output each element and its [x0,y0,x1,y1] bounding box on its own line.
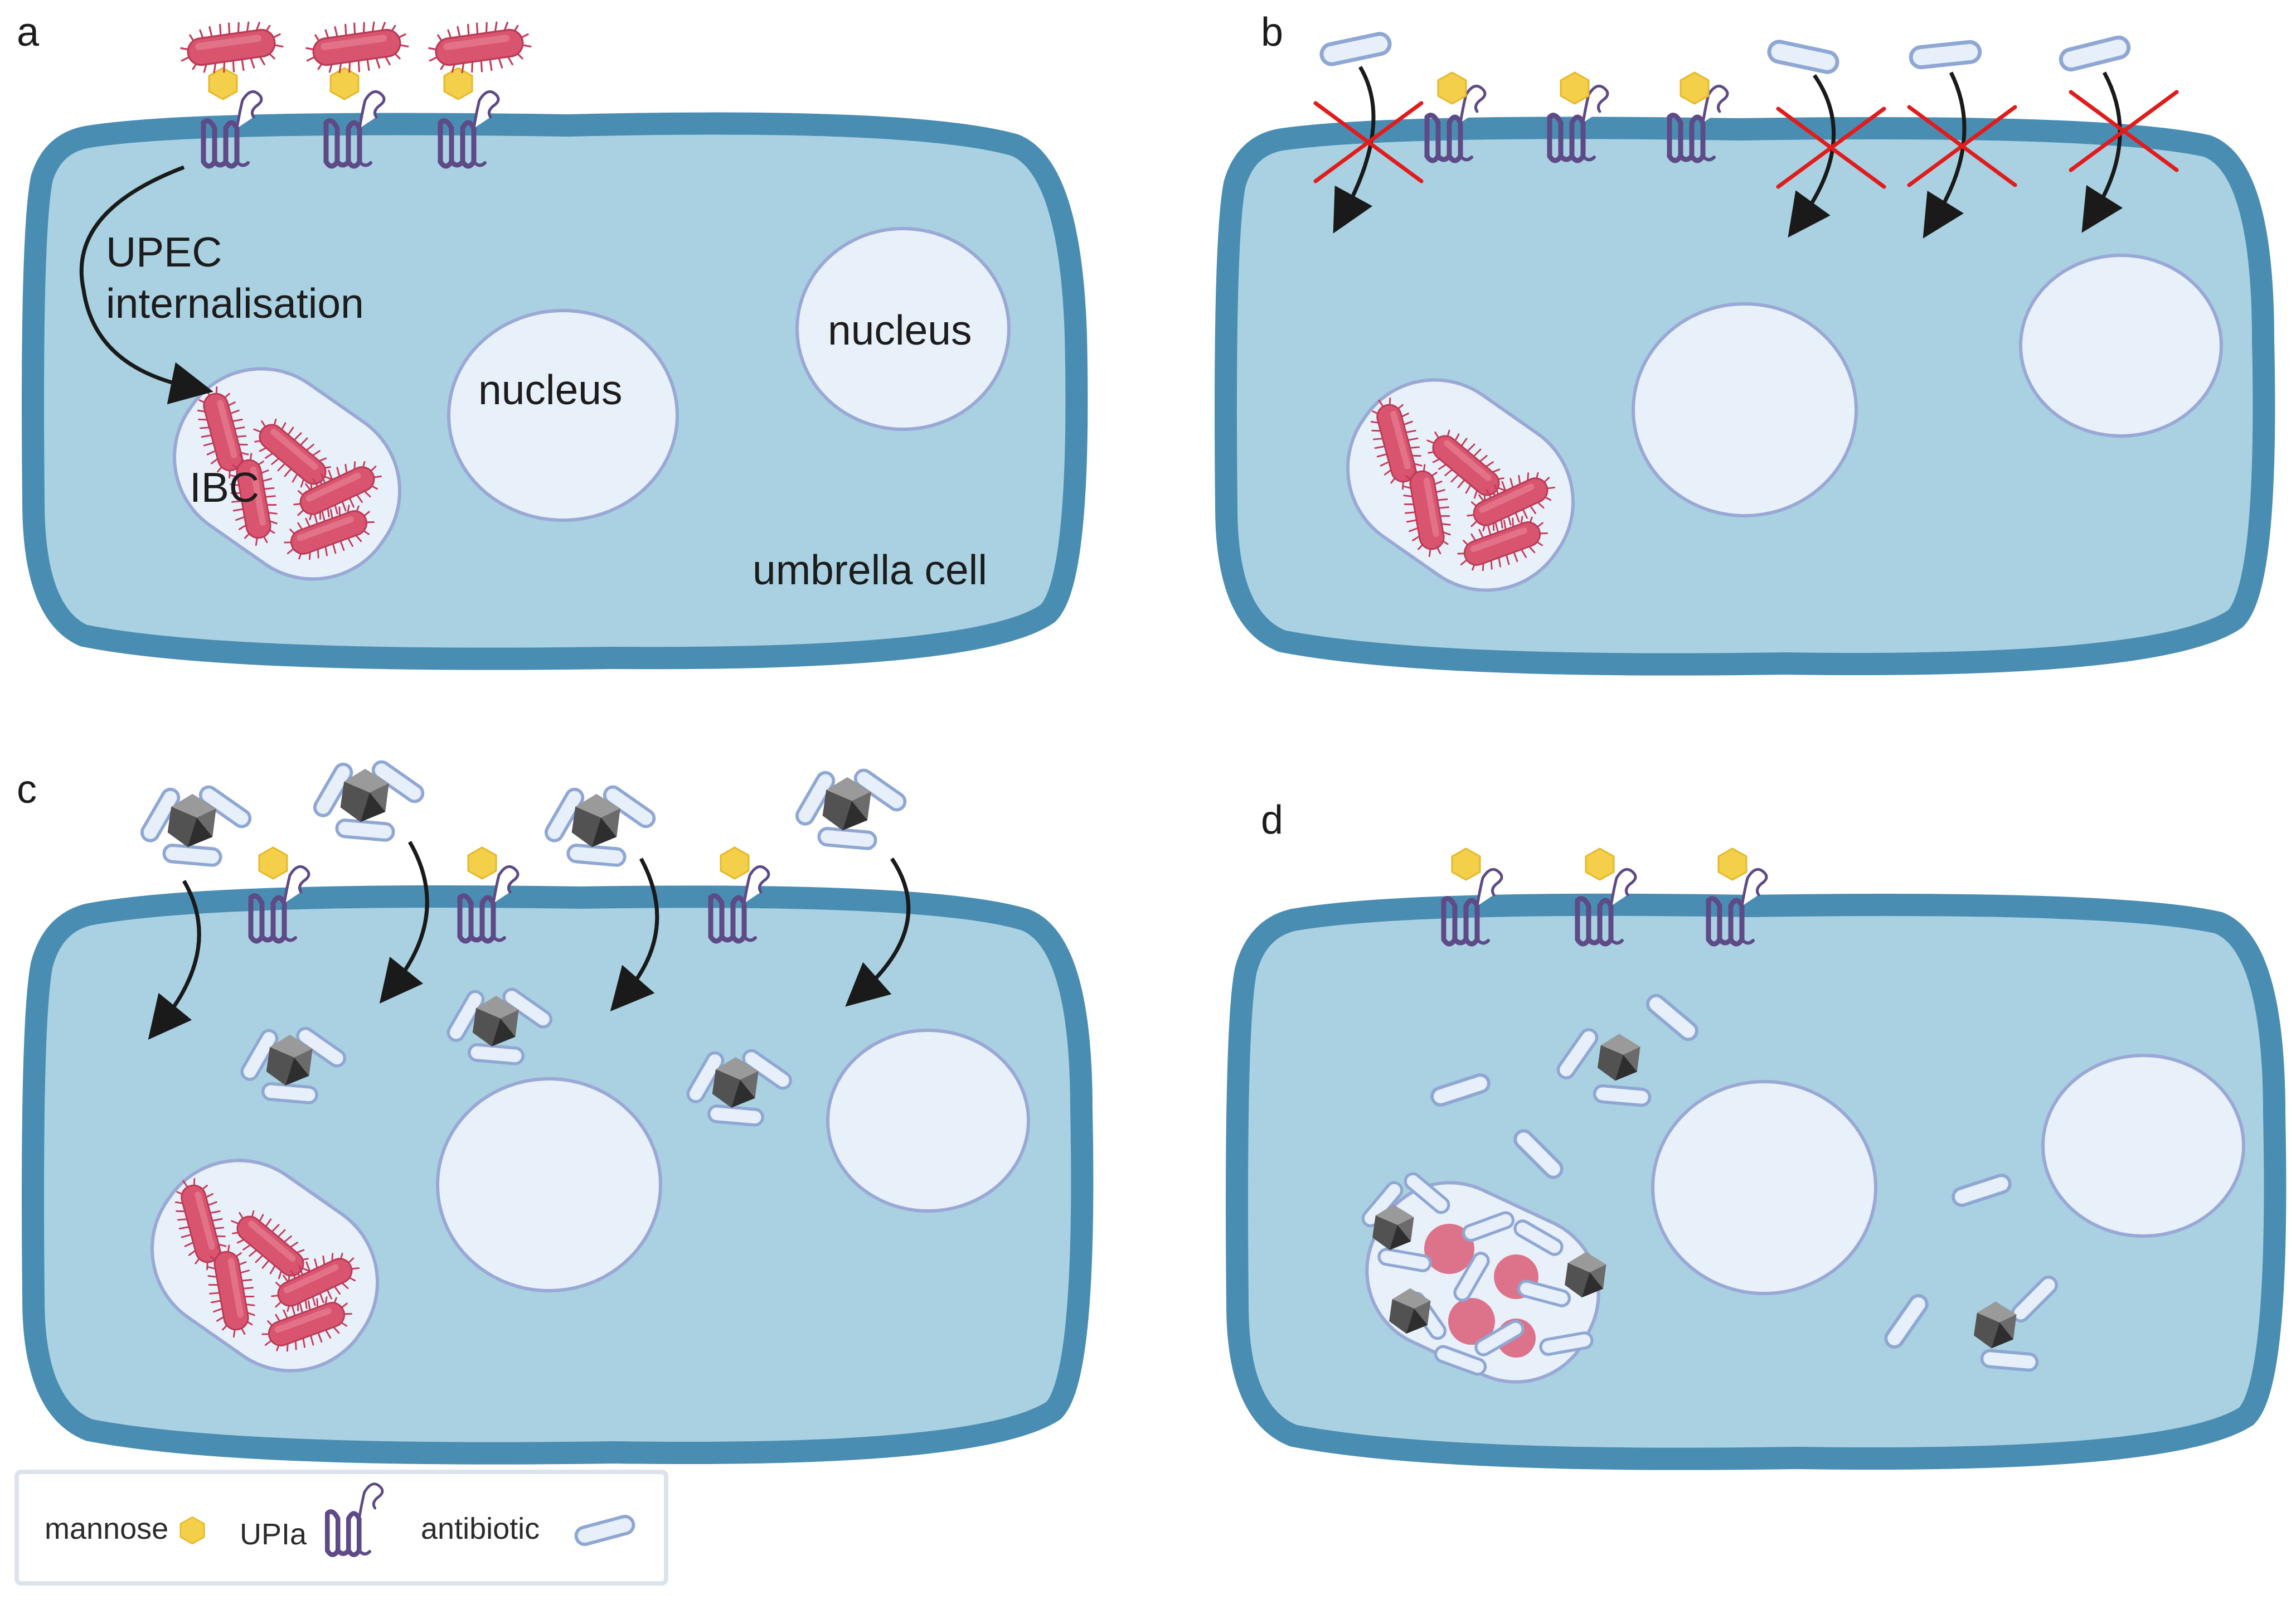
mannose-icon [467,846,497,880]
ibc-cleared-d [1341,1157,1606,1384]
panel-a: a nucleus nucleus IBC UPEC [17,10,1088,670]
antibiotic-capsule-icon [1320,32,1392,66]
bacterium-icon [177,15,286,80]
panel-c: c [17,759,1094,1465]
ibc-vacuole-c [150,1159,380,1373]
mannose-icon [1451,847,1481,881]
nanoparticle-carrier-icon [794,767,908,849]
nucleus-c-left [436,1077,662,1292]
internalisation-label-line1: UPEC [106,229,222,275]
bacterium-icon [302,15,411,80]
bacterium-icon [425,15,534,80]
mannose-icon [208,67,238,100]
antibiotic-capsule-icon [2059,36,2130,72]
mannose-icon [1679,71,1710,105]
arrow-icon [148,880,201,1040]
legend: mannose UPIa antibiotic [14,1470,668,1586]
nanoparticle-carrier-icon [312,759,426,841]
nucleus-c-right [826,1029,1030,1213]
arrow-icon [79,165,213,405]
legend-antibiotic-label: antibiotic [421,1512,540,1545]
internalisation-label-line2: internalisation [106,280,364,327]
arrow-icon [379,841,429,1004]
legend-mannose-label: mannose [45,1512,168,1545]
nucleus-a-right [795,227,1011,431]
arrow-icon [1333,66,1376,234]
nucleus-b-left [1632,302,1858,517]
arrow-icon [845,857,911,1007]
nucleus-label-right: nucleus [828,307,972,353]
mannose-icon [258,846,288,880]
mannose-icon [1437,71,1467,105]
mannose-icon [1560,71,1590,105]
antibiotic-capsule-icon [1910,41,1981,69]
umbrella-cell-label: umbrella cell [753,546,987,593]
panel-letter-a: a [17,10,40,55]
ibc-vacuole-b [1346,378,1575,592]
nucleus-b-right [2019,254,2223,438]
nanoparticle-carrier-icon [543,784,657,866]
mannose-icon [1585,847,1615,881]
panel-d: d [1226,798,2287,1470]
mannose-icon [720,846,750,880]
ibc-vacuole-a [172,367,402,581]
legend-box [14,1470,668,1586]
nucleus-d-left [1651,1080,1877,1295]
panel-letter-d: d [1261,798,1283,842]
panel-letter-c: c [17,767,37,812]
mannose-icon [443,67,473,100]
antibiotic-capsule-icon [1768,40,1839,74]
nanoparticle-carrier-icon [139,784,253,866]
legend-upla-label: UPIa [240,1518,307,1551]
ibc-label: IBC [190,464,259,511]
arrow-icon [1788,74,1836,238]
nucleus-d-right [2041,1054,2245,1238]
nucleus-label-left: nucleus [478,366,623,413]
mannose-icon [329,67,360,100]
mannose-icon [179,1516,205,1545]
mannose-icon [1717,847,1748,881]
nucleus-a-left [447,309,679,522]
panel-b: b [1215,10,2275,676]
panel-letter-b: b [1261,10,1283,55]
arrow-icon [2081,71,2123,233]
arrow-icon [610,857,659,1012]
